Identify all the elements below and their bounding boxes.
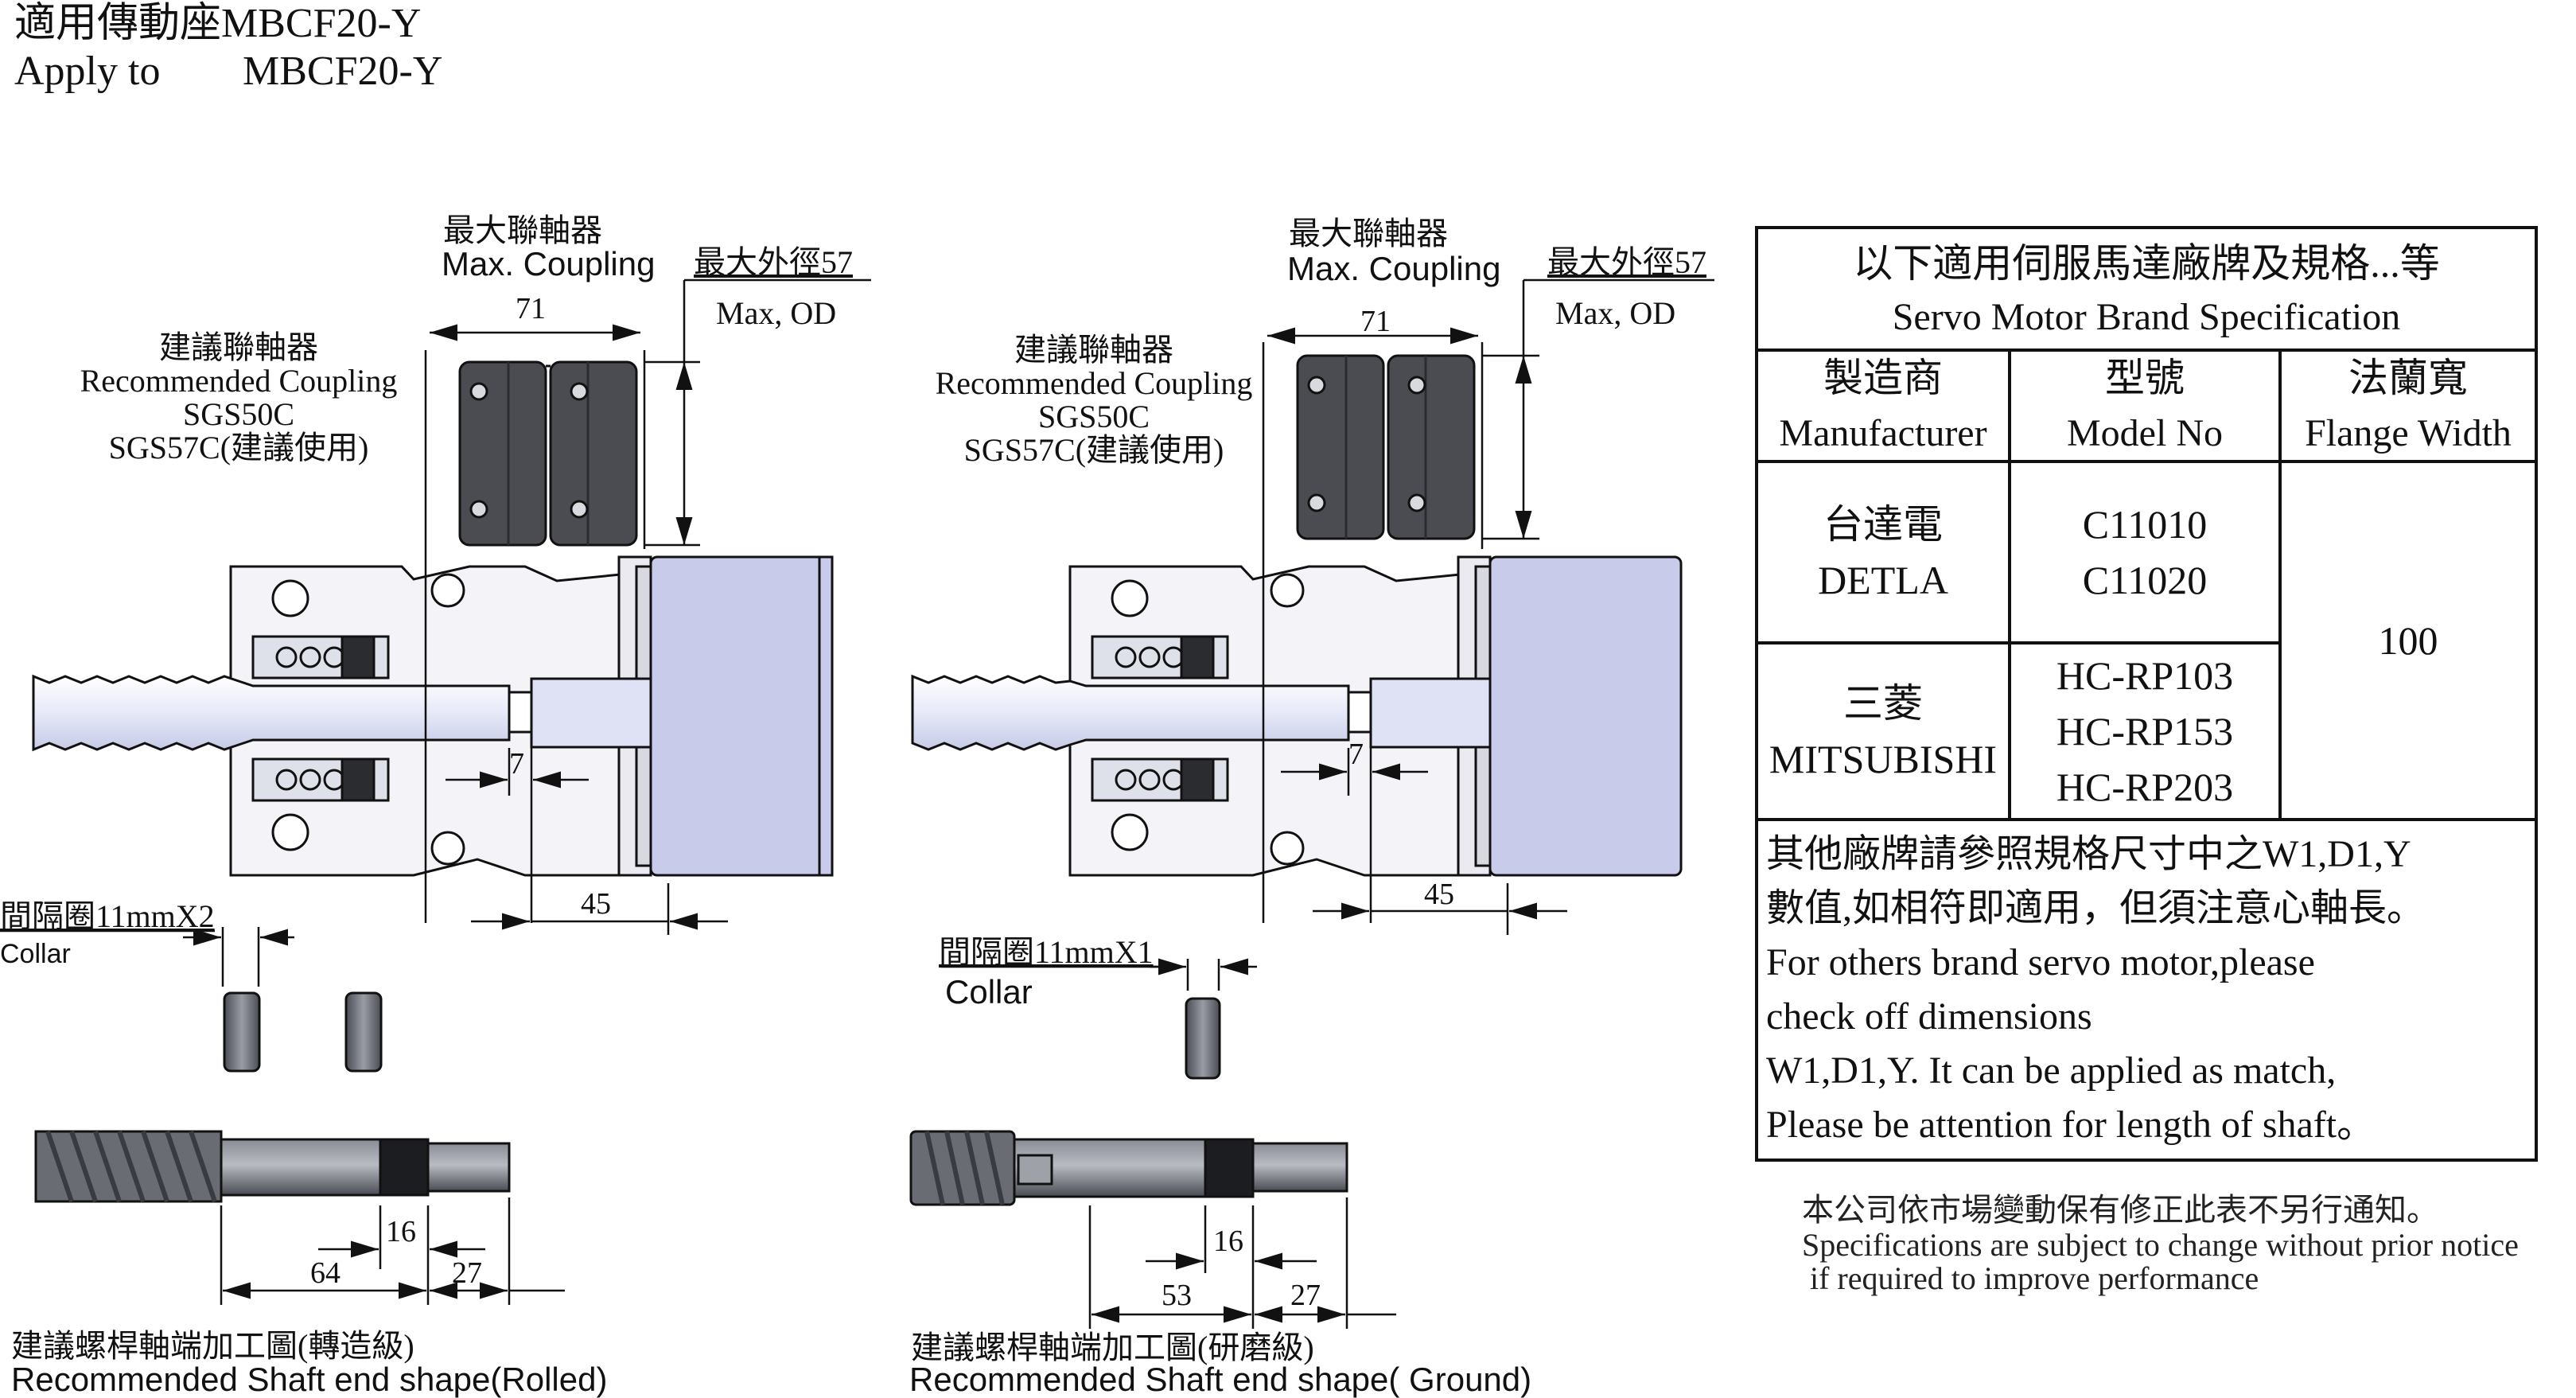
note-line: W1,D1,Y. It can be applied as match, bbox=[1766, 1049, 2337, 1092]
left-collars bbox=[223, 991, 383, 1073]
disclaimer-en-1: Specifications are subject to change wit… bbox=[1802, 1227, 2519, 1263]
left-shaft-end bbox=[34, 1130, 511, 1203]
spec-table-grid bbox=[1755, 226, 2538, 1162]
left-collar-en: Collar bbox=[0, 939, 71, 969]
left-sgs50c: SGS50C bbox=[182, 396, 295, 432]
maker-zh: 三菱 bbox=[1843, 681, 1923, 726]
col-manufacturer-zh: 製造商 bbox=[1823, 356, 1943, 400]
table-row-maker-mitsubishi: 三菱 MITSUBISHI bbox=[1757, 643, 2010, 820]
note-line: 數值,如相符即適用，但須注意心軸長。 bbox=[1766, 887, 2426, 929]
col-manufacturer-en: Manufacturer bbox=[1779, 412, 1987, 454]
right-max-od-en: Max, OD bbox=[1555, 295, 1676, 331]
spec-table-notes: 其他廠牌請參照規格尺寸中之W1,D1,Y 數值,如相符即適用，但須注意心軸長。 … bbox=[1766, 828, 2425, 1152]
left-dim-16: 16 bbox=[386, 1215, 416, 1248]
right-dim-7: 7 bbox=[1348, 738, 1364, 771]
col-model-zh: 型號 bbox=[2105, 356, 2185, 400]
flange-width-value: 100 bbox=[2378, 618, 2438, 663]
right-dim-16: 16 bbox=[1213, 1225, 1243, 1258]
left-sgs57c: SGS57C(建議使用) bbox=[108, 430, 369, 465]
model-no: HC-RP103 bbox=[2056, 653, 2234, 698]
left-max-coupling bbox=[458, 360, 638, 547]
note-line: check off dimensions bbox=[1766, 995, 2092, 1038]
model-no: C11010 bbox=[2082, 502, 2208, 547]
right-sgs50c: SGS50C bbox=[1037, 399, 1150, 434]
left-shaft-title-zh: 建議螺桿軸端加工圖(轉造級) bbox=[11, 1328, 414, 1364]
left-recommended-en: Recommended Coupling bbox=[80, 363, 398, 399]
note-line: For others brand servo motor,please bbox=[1766, 941, 2315, 983]
right-dim-71: 71 bbox=[1360, 305, 1391, 338]
table-row-maker-detla: 台達電 DETLA bbox=[1757, 461, 2010, 643]
right-dim-45: 45 bbox=[1424, 878, 1454, 911]
right-max-od-zh: 最大外徑57 bbox=[1547, 244, 1706, 280]
maker-en: MITSUBISHI bbox=[1769, 737, 1998, 781]
col-header-flange: 法蘭寬 Flange Width bbox=[2280, 350, 2536, 461]
left-dimensions bbox=[0, 278, 871, 987]
right-collar-en: Collar bbox=[945, 973, 1033, 1011]
right-dim-27: 27 bbox=[1290, 1279, 1321, 1312]
left-dim-45: 45 bbox=[581, 887, 611, 921]
left-max-od-en: Max, OD bbox=[716, 295, 837, 331]
left-shaft-dimensions bbox=[220, 1197, 565, 1305]
left-dim-64: 64 bbox=[310, 1256, 340, 1290]
right-collar-zh: 間隔圈11mmX1 bbox=[939, 934, 1154, 970]
right-dimensions bbox=[941, 278, 1714, 991]
right-shaft-dimensions bbox=[1088, 1197, 1396, 1329]
right-dim-53: 53 bbox=[1162, 1279, 1192, 1312]
note-line: Please be attention for length of shaft。 bbox=[1766, 1104, 2376, 1146]
page-title-en-prefix: Apply to bbox=[14, 49, 161, 94]
table-row-models-mitsubishi: HC-RP103 HC-RP153 HC-RP203 bbox=[2010, 643, 2280, 820]
right-max-coupling-zh: 最大聯軸器 bbox=[1289, 216, 1448, 251]
right-max-coupling bbox=[1296, 354, 1476, 540]
col-header-model: 型號 Model No bbox=[2010, 350, 2280, 461]
disclaimer-en-2: if required to improve performance bbox=[1802, 1260, 2259, 1296]
right-shaft-title-en: Recommended Shaft end shape( Ground) bbox=[909, 1361, 1532, 1398]
right-assembly bbox=[909, 278, 1714, 1329]
model-no: HC-RP203 bbox=[2056, 765, 2234, 809]
spec-table-title-en: Servo Motor Brand Specification bbox=[1892, 296, 2401, 338]
right-collar bbox=[1185, 997, 1221, 1080]
right-shaft-title-zh: 建議螺桿軸端加工圖(研磨級) bbox=[911, 1330, 1314, 1365]
right-max-coupling-en: Max. Coupling bbox=[1287, 250, 1501, 287]
disclaimer-zh: 本公司依市場變動保有修正此表不另行通知。 bbox=[1802, 1192, 2438, 1228]
right-shaft-end bbox=[909, 1130, 1348, 1206]
spec-table-title-zh: 以下適用伺服馬達廠牌及規格...等 bbox=[1853, 241, 2440, 286]
spec-table-header: 以下適用伺服馬達廠牌及規格...等 Servo Motor Brand Spec… bbox=[1757, 231, 2536, 350]
left-max-od-zh: 最大外徑57 bbox=[694, 244, 853, 280]
model-no: HC-RP153 bbox=[2056, 709, 2234, 754]
left-dim-27: 27 bbox=[452, 1256, 482, 1290]
maker-en: DETLA bbox=[1818, 558, 1948, 602]
right-sgs57c: SGS57C(建議使用) bbox=[963, 432, 1224, 468]
maker-zh: 台達電 bbox=[1823, 502, 1943, 547]
page-title-zh: 適用傳動座MBCF20-Y bbox=[14, 1, 422, 46]
right-recommended-en: Recommended Coupling bbox=[935, 365, 1253, 401]
left-shaft-title-en: Recommended Shaft end shape(Rolled) bbox=[11, 1361, 608, 1398]
col-header-manufacturer: 製造商 Manufacturer bbox=[1757, 350, 2010, 461]
left-max-coupling-en: Max. Coupling bbox=[442, 245, 656, 282]
col-model-en: Model No bbox=[2067, 412, 2223, 454]
right-recommended-zh: 建議聯軸器 bbox=[1014, 332, 1173, 368]
page-title-en-model: MBCF20-Y bbox=[243, 49, 443, 94]
table-row-models-detla: C11010 C11020 bbox=[2010, 461, 2280, 643]
flange-width-value-cell: 100 bbox=[2280, 461, 2536, 820]
left-max-coupling-zh: 最大聯軸器 bbox=[443, 212, 602, 248]
left-assembly bbox=[32, 360, 834, 877]
left-dim-7: 7 bbox=[509, 747, 524, 781]
note-line: 其他廠牌請參照規格尺寸中之W1,D1,Y bbox=[1766, 833, 2411, 875]
left-dim-71: 71 bbox=[516, 292, 546, 325]
col-flange-zh: 法蘭寬 bbox=[2348, 356, 2468, 400]
left-collar-zh: 間隔圈11mmX2 bbox=[0, 898, 215, 934]
col-flange-en: Flange Width bbox=[2305, 412, 2512, 454]
model-no: C11020 bbox=[2082, 558, 2208, 602]
left-recommended-zh: 建議聯軸器 bbox=[159, 329, 318, 365]
